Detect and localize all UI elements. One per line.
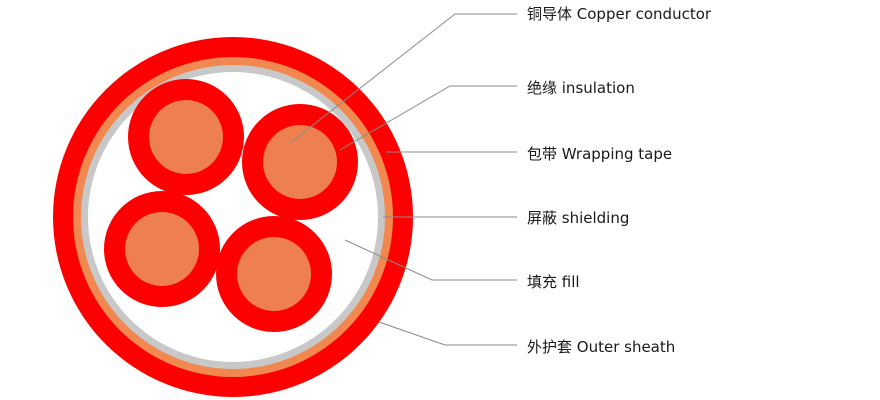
cable-cross-section [53, 37, 413, 397]
label-wrapping-tape: 包带 Wrapping tape [527, 145, 672, 163]
labels: 铜导体 Copper conductor 绝缘 insulation 包带 Wr… [527, 5, 712, 356]
copper-conductor [237, 237, 311, 311]
copper-conductor [263, 125, 337, 199]
label-copper-conductor: 铜导体 Copper conductor [527, 5, 712, 23]
leader-line-insulation [339, 85, 517, 151]
core-top-right [242, 104, 358, 220]
label-fill: 填充 fill [527, 273, 580, 291]
core-top-left [128, 79, 244, 195]
leader-line-conductor [289, 13, 517, 144]
copper-conductor [149, 100, 223, 174]
leader-lines [289, 13, 517, 346]
core-bottom-right [216, 216, 332, 332]
leader-line-sheath [378, 321, 517, 346]
label-outer-sheath: 外护套 Outer sheath [527, 338, 675, 356]
label-insulation: 绝缘 insulation [527, 79, 635, 97]
label-shielding: 屏蔽 shielding [527, 209, 629, 227]
leader-line-fill [344, 239, 517, 281]
core-bottom-left [104, 191, 220, 307]
copper-conductor [125, 212, 199, 286]
